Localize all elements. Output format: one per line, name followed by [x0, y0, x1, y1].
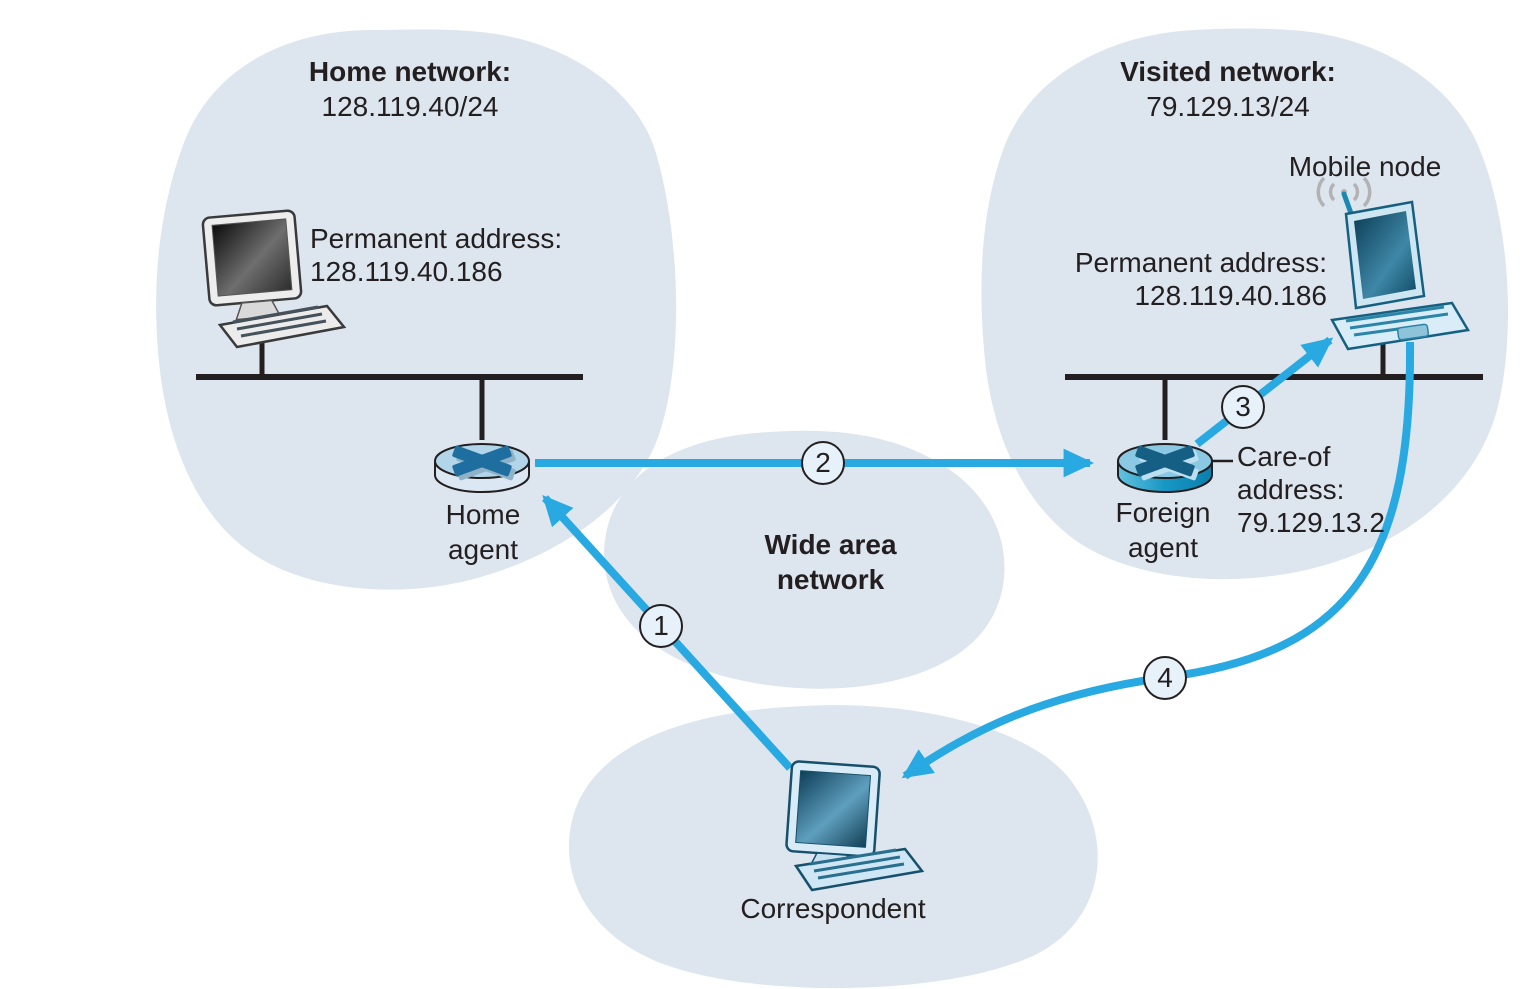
care-of-line1: Care-of [1237, 441, 1331, 472]
home-agent-label-line1: Home [445, 499, 521, 530]
home-network-title: Home network: [308, 56, 512, 87]
care-of-address-label: Care-of address: 79.129.13.2 [1237, 440, 1417, 539]
foreign-agent-router-icon [1117, 443, 1213, 493]
mobile-node-address-label: Permanent address: 128.119.40.186 [1027, 246, 1327, 312]
foreign-agent-label-line1: Foreign [1115, 497, 1211, 528]
wan-label-line2: network [776, 564, 885, 595]
home-network-subnet: 128.119.40/24 [321, 91, 499, 122]
home-agent-label-line2: agent [447, 534, 519, 565]
home-agent-label: Home agent [408, 497, 558, 567]
step-badge-4: 4 [1143, 656, 1187, 700]
arrow-step-3 [1194, 336, 1334, 448]
wan-label-line1: Wide area [764, 529, 897, 560]
mobile-node-address-line2: 128.119.40.186 [1134, 280, 1327, 311]
step-badge-2: 2 [801, 441, 845, 485]
foreign-agent-label: Foreign agent [1088, 495, 1238, 565]
arrow-step-4 [901, 341, 1415, 780]
wide-area-network-label: Wide area network [728, 527, 933, 597]
home-agent-router-icon [434, 443, 530, 493]
care-of-line2: address: [1237, 474, 1345, 505]
foreign-agent-label-line2: agent [1127, 532, 1199, 563]
cloud-home-network [156, 29, 677, 590]
mobile-node-label: Mobile node [1288, 151, 1442, 182]
mobile-node-address-line1: Permanent address: [1074, 247, 1327, 278]
visited-network-subnet: 79.129.13/24 [1146, 91, 1310, 122]
cloud-wide-area-network [604, 430, 1005, 689]
laptop-icon [1316, 176, 1471, 351]
desktop-computer-icon [201, 209, 347, 349]
step-badge-3: 3 [1221, 385, 1265, 429]
home-host-address-label: Permanent address: 128.119.40.186 [310, 222, 640, 288]
correspondent-label: Correspondent [740, 893, 926, 924]
cloud-visited-network [981, 28, 1509, 580]
care-of-line3: 79.129.13.2 [1237, 507, 1385, 538]
home-host-address-line2: 128.119.40.186 [310, 256, 503, 287]
step-badge-1: 1 [639, 604, 683, 648]
correspondent-computer-icon [785, 760, 925, 892]
home-host-address-line1: Permanent address: [310, 223, 563, 254]
visited-network-title: Visited network: [1120, 56, 1336, 87]
